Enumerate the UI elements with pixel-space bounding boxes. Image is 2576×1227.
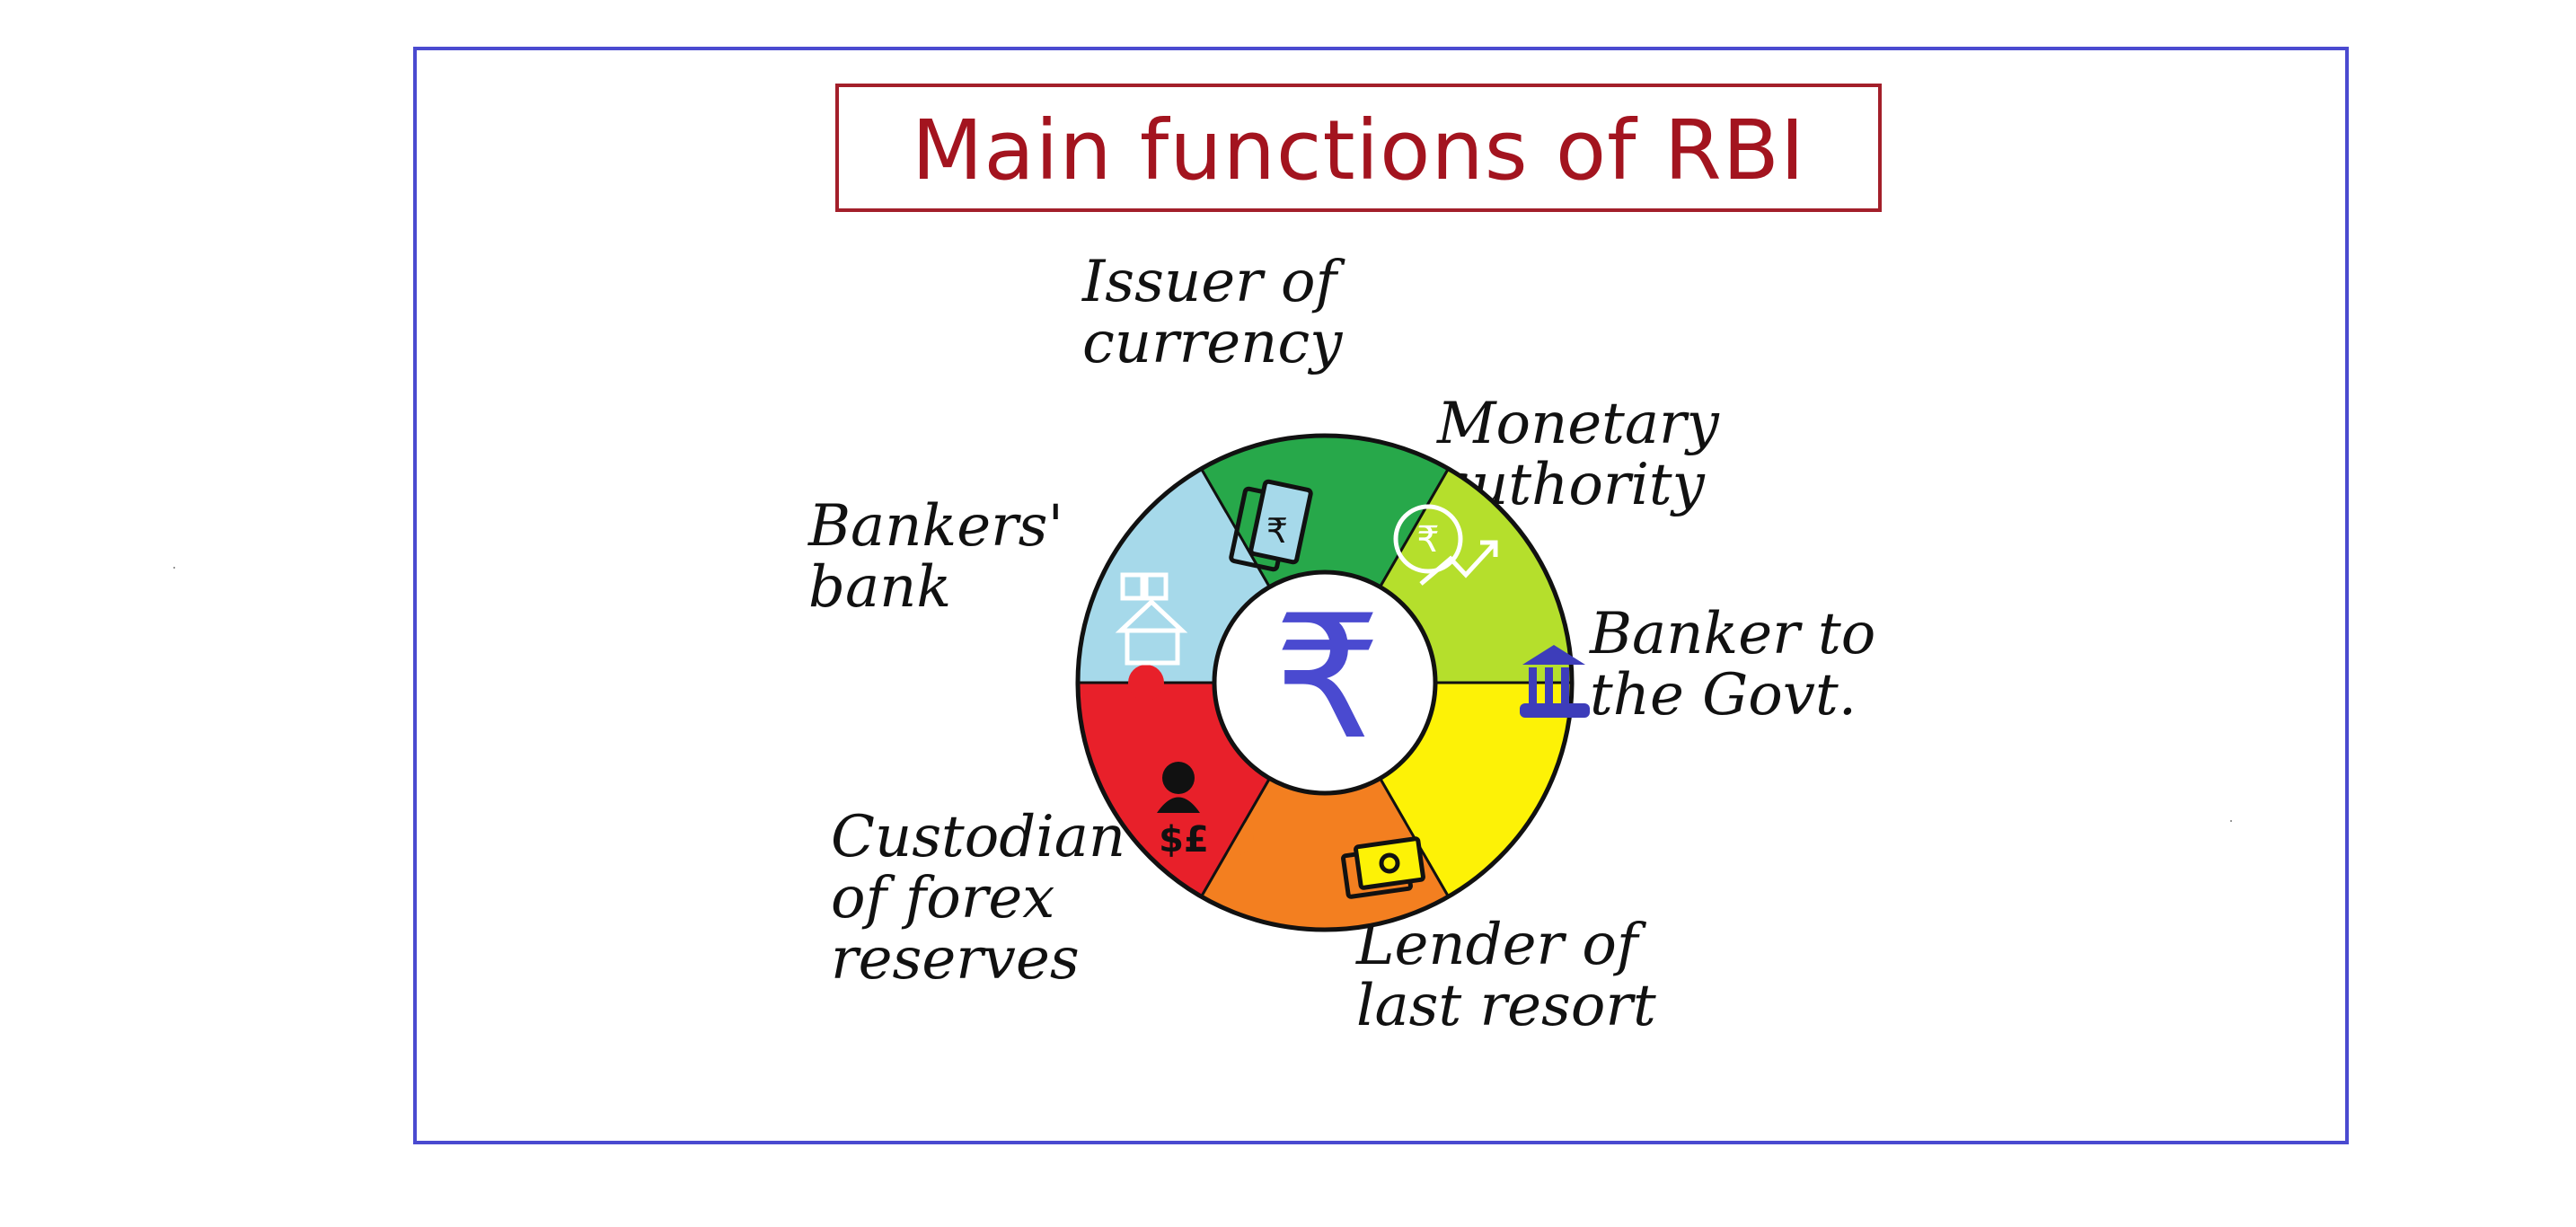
label-lender-of-last-resort: Lender of last resort xyxy=(1356,912,1656,1039)
ring-center-circle xyxy=(1212,569,1438,796)
svg-text:₹: ₹ xyxy=(1266,511,1288,551)
puzzle-knob-bankers-bank xyxy=(1128,665,1164,701)
page-title: Main functions of RBI xyxy=(912,102,1805,199)
ring-outer-outline xyxy=(1075,433,1575,932)
bank-house-icon xyxy=(1115,572,1188,666)
bank-building-icon xyxy=(1520,645,1590,718)
rupee-center-symbol: ₹ xyxy=(1274,578,1382,777)
rupee-growth-icon: ₹ xyxy=(1393,504,1498,586)
label-banker-to-govt: Banker to the Govt. xyxy=(1590,601,1876,728)
forex-money-bag-icon: $£ xyxy=(1157,762,1209,861)
currency-notes-icon: ₹ xyxy=(1229,479,1313,572)
stray-dot xyxy=(173,567,175,569)
label-issuer-of-currency: Issuer of currency xyxy=(1082,249,1343,376)
title-box: Main functions of RBI xyxy=(835,84,1882,212)
label-custodian-of-forex-reserves: Custodian of forex reserves xyxy=(831,804,1126,993)
cash-note-icon xyxy=(1341,836,1425,899)
label-bankers-bank: Bankers' bank xyxy=(808,493,1064,621)
stray-dot xyxy=(2230,820,2232,822)
svg-text:₹: ₹ xyxy=(1416,519,1439,561)
svg-text:$£: $£ xyxy=(1159,819,1209,861)
